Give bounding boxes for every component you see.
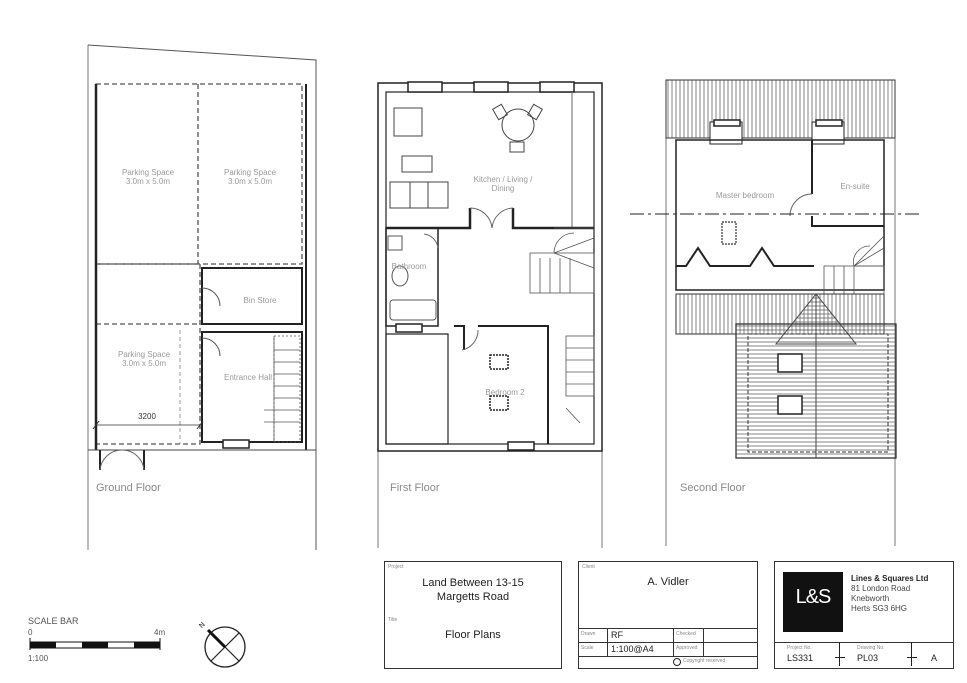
scale-bar-start: 0	[28, 628, 33, 637]
client-name: A. Vidler	[647, 576, 689, 588]
room-label-entrance-hall: Entrance Hall	[223, 373, 273, 382]
room-label-bin-store: Bin Store	[243, 296, 277, 305]
second-floor-plan: Master bedroom En-suite Second Floor	[630, 76, 920, 553]
dimension-label: 3200	[138, 412, 156, 421]
room-label-bedroom-2: Bedroom 2	[485, 388, 525, 397]
room-label-master-bedroom: Master bedroom	[715, 191, 775, 200]
company-logo-text: L&S	[795, 586, 832, 608]
scale-bar-graphic	[29, 638, 161, 650]
drawn-label: Drawn	[581, 631, 596, 637]
company-name: Lines & Squares Ltd	[851, 574, 929, 583]
copyright-icon	[673, 658, 681, 666]
ground-floor-drawing	[87, 44, 317, 550]
room-label-en-suite: En-suite	[840, 182, 870, 191]
revision-value: A	[931, 653, 938, 663]
project-no-value: LS331	[787, 653, 814, 663]
floor-title-first: First Floor	[390, 482, 440, 494]
drawing-no-value: PL03	[857, 653, 879, 663]
scale-bar-ratio: 1:100	[28, 654, 49, 663]
client-label: Client	[582, 564, 595, 570]
project-no-label: Project No.	[787, 645, 812, 651]
company-address-3: Herts SG3 6HG	[851, 604, 908, 613]
first-floor-plan: Kitchen / Living /Dining Bathroom Bedroo…	[370, 78, 615, 553]
project-label: Project	[388, 564, 404, 570]
approved-label: Approved	[676, 645, 698, 651]
floor-title-second: Second Floor	[680, 482, 746, 494]
drawing-no-label: Drawing No.	[857, 645, 885, 651]
company-address-1: 81 London Road	[851, 584, 911, 593]
drawn-value: RF	[611, 630, 623, 640]
copyright-text: Copyright reserved	[683, 658, 726, 664]
second-floor-drawing	[630, 79, 920, 546]
scale-bar-title: SCALE BAR	[28, 616, 79, 626]
checked-label: Checked	[676, 631, 696, 637]
room-label-bathroom: Bathroom	[391, 262, 427, 271]
title-label: Title	[388, 617, 398, 623]
floor-title-ground: Ground Floor	[96, 482, 161, 494]
project-line-2: Margetts Road	[436, 591, 510, 603]
title-block-project: Project Land Between 13-15 Margetts Road…	[384, 561, 562, 669]
room-label-kitchen-living-dining: Kitchen / Living /Dining	[473, 175, 533, 193]
project-line-1: Land Between 13-15	[422, 577, 524, 589]
scale-bar: SCALE BAR 0 4m 1:100	[28, 616, 168, 666]
scale-bar-end: 4m	[154, 628, 166, 637]
north-arrow-icon	[204, 626, 246, 668]
title-block-company: L&S Lines & Squares Ltd 81 London Road K…	[774, 561, 954, 669]
company-address-2: Knebworth	[851, 594, 890, 603]
drawing-title: Floor Plans	[445, 629, 501, 641]
company-logo: L&S	[783, 572, 843, 632]
first-floor-drawing	[377, 81, 603, 548]
scale-value: 1:100@A4	[611, 644, 654, 654]
title-block-client: Client A. Vidler Drawn RF Checked Scale …	[578, 561, 758, 669]
north-arrow: N	[198, 620, 248, 670]
scale-label: Scale	[581, 645, 594, 651]
